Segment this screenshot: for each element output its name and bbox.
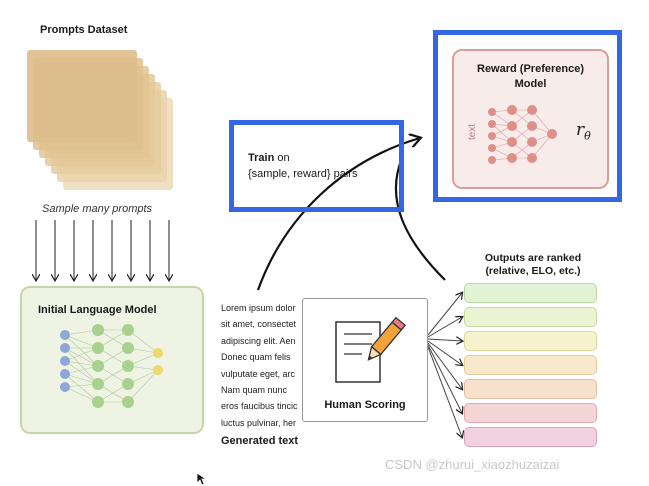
ranked-outputs-title: Outputs are ranked (relative, ELO, etc.) bbox=[467, 252, 599, 278]
generated-text-line: luctus pulvinar, her bbox=[221, 417, 297, 428]
reward-model-card bbox=[452, 49, 609, 189]
initial-lm-network-icon bbox=[60, 324, 163, 408]
generated-text-line: Donec quam felis bbox=[221, 352, 291, 363]
ranking-return-curve bbox=[394, 157, 446, 281]
reward-input-label: text bbox=[467, 124, 478, 140]
prompts-stack bbox=[27, 50, 173, 190]
reward-symbol-r: r bbox=[576, 120, 585, 140]
reward-model-highlight-box bbox=[433, 30, 622, 202]
reward-function-symbol: rθ bbox=[576, 120, 591, 142]
scoring-pencil-icon bbox=[335, 316, 407, 383]
ranked-output-bar-1 bbox=[464, 283, 597, 303]
generated-text-line: vulputate eget, arc bbox=[221, 368, 296, 379]
train-pairs-text: {sample, reward} pairs bbox=[248, 168, 358, 180]
ranked-output-bar-5 bbox=[464, 379, 597, 399]
ranked-output-bar-3 bbox=[464, 331, 597, 351]
reward-symbol-theta: θ bbox=[584, 129, 591, 143]
ranked-title-line2: (relative, ELO, etc.) bbox=[485, 265, 581, 277]
generated-text-line: sit amet, consectet bbox=[221, 319, 297, 330]
ranked-output-bar-4 bbox=[464, 355, 597, 375]
train-on-word: on bbox=[274, 152, 290, 164]
ranking-arrows bbox=[427, 293, 462, 437]
train-arrow bbox=[256, 138, 420, 291]
train-highlight-box bbox=[229, 120, 404, 212]
generated-text-line: eros faucibus tincic bbox=[221, 401, 298, 412]
ranked-output-bar-2 bbox=[464, 307, 597, 327]
sample-prompts-label: Sample many prompts bbox=[42, 203, 153, 215]
ranked-output-bar-6 bbox=[464, 403, 597, 423]
initial-lm-box bbox=[20, 286, 204, 434]
initial-lm-title: Initial Language Model bbox=[38, 304, 157, 316]
sample-arrows bbox=[36, 220, 169, 280]
reward-model-title: Reward (Preference) Model bbox=[452, 62, 609, 92]
ranked-title-line1: Outputs are ranked bbox=[484, 252, 582, 264]
train-bold-word: Train bbox=[248, 152, 275, 164]
human-scoring-label: Human Scoring bbox=[324, 399, 406, 411]
reward-title-line2: Model bbox=[514, 78, 547, 90]
reward-network-icon: text bbox=[467, 105, 557, 164]
reward-title-line1: Reward (Preference) bbox=[477, 63, 584, 75]
generated-text-line: Nam quam nunc bbox=[221, 384, 288, 395]
ranked-output-bar-7 bbox=[464, 427, 597, 447]
prompts-dataset-title: Prompts Dataset bbox=[40, 24, 128, 36]
watermark-text: CSDN @zhurui_xiaozhuzaizai bbox=[385, 457, 560, 472]
generated-text-line: Lorem ipsum dolor bbox=[221, 303, 296, 313]
generated-text-line: adipiscing elit. Aen bbox=[221, 335, 296, 346]
train-caption: Train on {sample, reward} pairs bbox=[248, 150, 357, 182]
generated-text-label: Generated text bbox=[221, 435, 299, 447]
generated-text-sample: Lorem ipsum dolor sit amet, consectet ad… bbox=[221, 300, 321, 431]
